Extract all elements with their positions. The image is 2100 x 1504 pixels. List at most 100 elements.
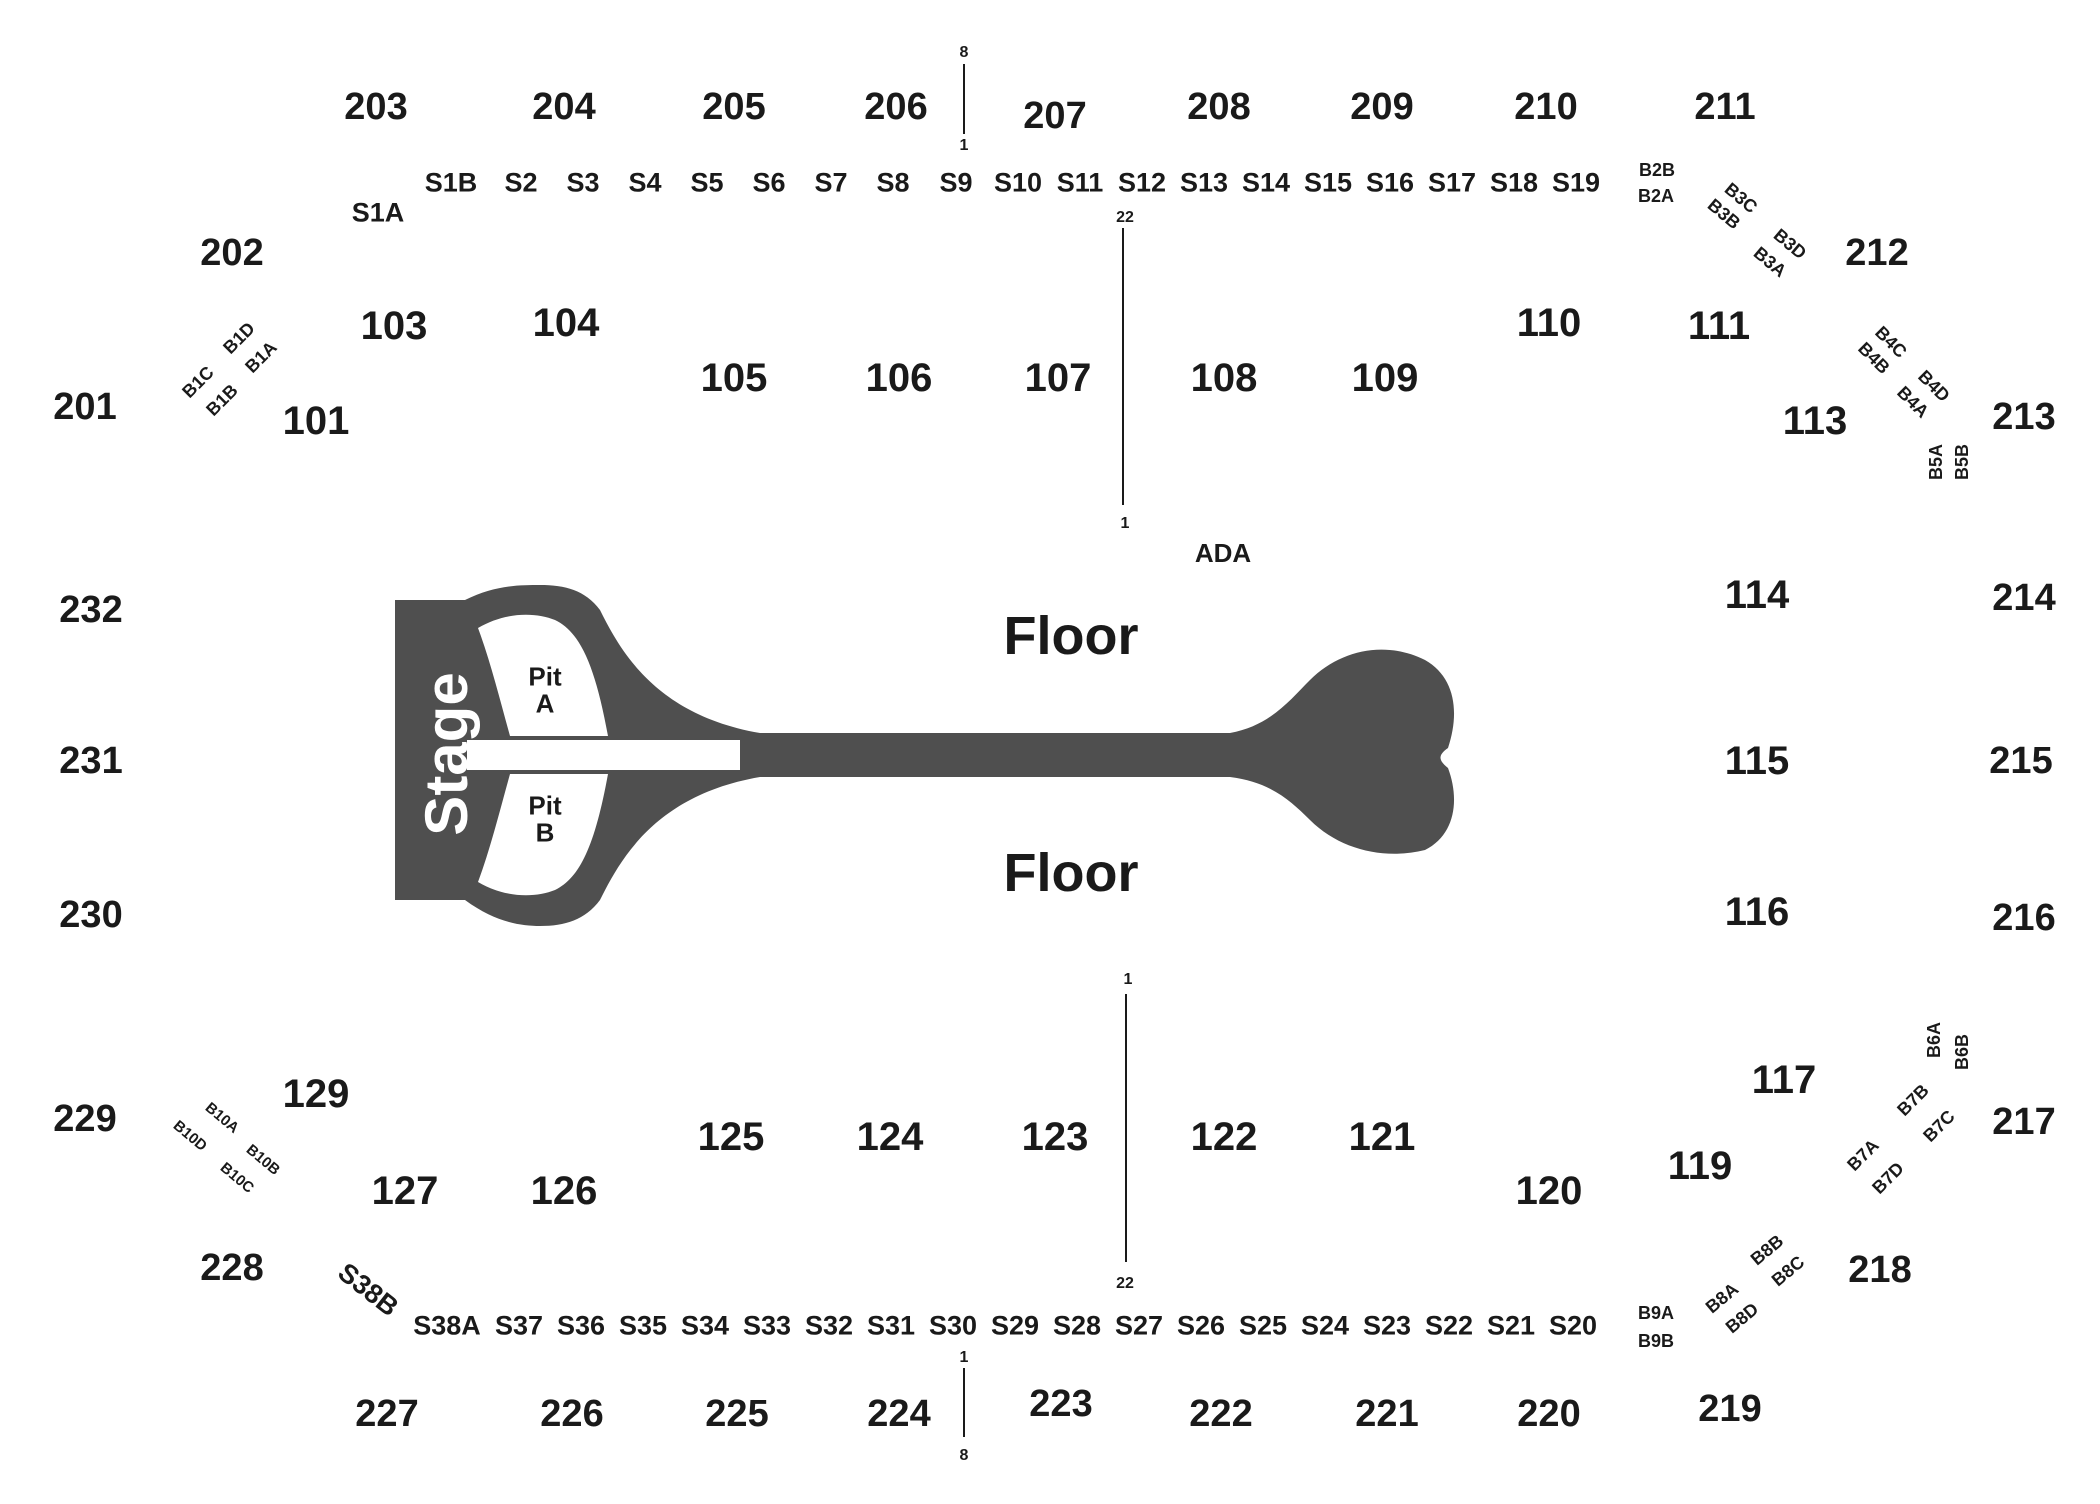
suite-s6[interactable]: S6: [752, 167, 786, 198]
section-225[interactable]: 225: [705, 1393, 769, 1435]
section-117[interactable]: 117: [1751, 1058, 1817, 1102]
box-b2a[interactable]: B2A: [1637, 186, 1675, 206]
suite-s24[interactable]: S24: [1300, 1310, 1350, 1341]
suite-s28[interactable]: S28: [1052, 1310, 1102, 1341]
suite-s33[interactable]: S33: [742, 1310, 792, 1341]
section-203[interactable]: 203: [344, 86, 408, 128]
ada-label[interactable]: ADA: [1194, 538, 1252, 568]
section-209[interactable]: 209: [1350, 86, 1414, 128]
floor-label-bottom[interactable]: Floor: [1003, 843, 1139, 903]
section-231[interactable]: 231: [59, 740, 123, 782]
section-113[interactable]: 113: [1782, 399, 1848, 443]
section-119[interactable]: 119: [1667, 1144, 1733, 1188]
section-227[interactable]: 227: [355, 1393, 419, 1435]
section-116[interactable]: 116: [1724, 890, 1790, 934]
box-b2b[interactable]: B2B: [1638, 160, 1676, 180]
suite-s14[interactable]: S14: [1241, 167, 1291, 198]
suite-s7[interactable]: S7: [814, 167, 848, 198]
suite-s30[interactable]: S30: [928, 1310, 978, 1341]
box-b9a[interactable]: B9A: [1637, 1303, 1675, 1323]
section-121[interactable]: 121: [1348, 1115, 1416, 1159]
suite-s19[interactable]: S19: [1551, 167, 1601, 198]
section-218[interactable]: 218: [1848, 1249, 1912, 1291]
suite-s15[interactable]: S15: [1303, 167, 1353, 198]
suite-s21[interactable]: S21: [1486, 1310, 1536, 1341]
box-b6a[interactable]: B6A: [1924, 1021, 1944, 1059]
section-114[interactable]: 114: [1724, 573, 1790, 617]
box-b5a[interactable]: B5A: [1926, 443, 1946, 481]
suite-s8[interactable]: S8: [876, 167, 910, 198]
section-126[interactable]: 126: [530, 1169, 598, 1213]
section-122[interactable]: 122: [1190, 1115, 1258, 1159]
suite-s17[interactable]: S17: [1427, 167, 1477, 198]
suite-s26[interactable]: S26: [1176, 1310, 1226, 1341]
suite-s23[interactable]: S23: [1362, 1310, 1412, 1341]
section-214[interactable]: 214: [1992, 577, 2056, 619]
section-205[interactable]: 205: [702, 86, 766, 128]
box-b9b[interactable]: B9B: [1637, 1331, 1675, 1351]
section-103[interactable]: 103: [360, 304, 428, 348]
section-215[interactable]: 215: [1989, 740, 2053, 782]
suite-s36[interactable]: S36: [556, 1310, 606, 1341]
suite-s1a[interactable]: S1A: [351, 197, 405, 228]
suite-s4[interactable]: S4: [628, 167, 662, 198]
suite-s37[interactable]: S37: [494, 1310, 544, 1341]
section-201[interactable]: 201: [53, 386, 117, 428]
section-107[interactable]: 107: [1024, 356, 1092, 400]
section-204[interactable]: 204: [532, 86, 596, 128]
suite-s22[interactable]: S22: [1424, 1310, 1474, 1341]
section-120[interactable]: 120: [1515, 1169, 1583, 1213]
section-101[interactable]: 101: [282, 399, 350, 443]
section-123[interactable]: 123: [1021, 1115, 1089, 1159]
section-115[interactable]: 115: [1724, 739, 1790, 783]
section-230[interactable]: 230: [59, 894, 123, 936]
section-127[interactable]: 127: [371, 1169, 439, 1213]
section-219[interactable]: 219: [1698, 1388, 1762, 1430]
suite-s13[interactable]: S13: [1179, 167, 1229, 198]
section-216[interactable]: 216: [1992, 897, 2056, 939]
section-229[interactable]: 229: [53, 1098, 117, 1140]
suite-s20[interactable]: S20: [1548, 1310, 1598, 1341]
suite-s32[interactable]: S32: [804, 1310, 854, 1341]
floor-label-top[interactable]: Floor: [1003, 606, 1139, 666]
suite-s1b[interactable]: S1B: [424, 167, 478, 198]
box-b5b[interactable]: B5B: [1952, 443, 1972, 481]
suite-s5[interactable]: S5: [690, 167, 724, 198]
suite-s16[interactable]: S16: [1365, 167, 1415, 198]
section-129[interactable]: 129: [282, 1072, 350, 1116]
section-208[interactable]: 208: [1187, 86, 1251, 128]
section-211[interactable]: 211: [1694, 86, 1756, 128]
pit-a-area[interactable]: [478, 614, 608, 736]
section-207[interactable]: 207: [1023, 95, 1087, 137]
section-110[interactable]: 110: [1516, 301, 1582, 345]
section-108[interactable]: 108: [1190, 356, 1258, 400]
suite-s3[interactable]: S3: [566, 167, 600, 198]
suite-s10[interactable]: S10: [993, 167, 1043, 198]
section-104[interactable]: 104: [532, 301, 600, 345]
section-109[interactable]: 109: [1351, 356, 1419, 400]
section-105[interactable]: 105: [700, 356, 768, 400]
section-202[interactable]: 202: [200, 232, 264, 274]
section-212[interactable]: 212: [1845, 232, 1909, 274]
suite-s38a[interactable]: S38A: [413, 1310, 481, 1341]
section-125[interactable]: 125: [697, 1115, 765, 1159]
suite-s18[interactable]: S18: [1489, 167, 1539, 198]
section-210[interactable]: 210: [1514, 86, 1578, 128]
pit-b-area[interactable]: [478, 774, 608, 896]
section-228[interactable]: 228: [200, 1247, 264, 1289]
section-217[interactable]: 217: [1992, 1101, 2056, 1143]
section-111[interactable]: 111: [1687, 304, 1751, 348]
section-223[interactable]: 223: [1029, 1383, 1093, 1425]
section-106[interactable]: 106: [865, 356, 933, 400]
suite-s34[interactable]: S34: [680, 1310, 730, 1341]
suite-s27[interactable]: S27: [1114, 1310, 1164, 1341]
section-213[interactable]: 213: [1992, 396, 2056, 438]
suite-s31[interactable]: S31: [866, 1310, 916, 1341]
box-b6b[interactable]: B6B: [1952, 1033, 1972, 1071]
section-224[interactable]: 224: [867, 1393, 931, 1435]
section-221[interactable]: 221: [1355, 1393, 1419, 1435]
suite-s29[interactable]: S29: [990, 1310, 1040, 1341]
section-220[interactable]: 220: [1517, 1393, 1581, 1435]
